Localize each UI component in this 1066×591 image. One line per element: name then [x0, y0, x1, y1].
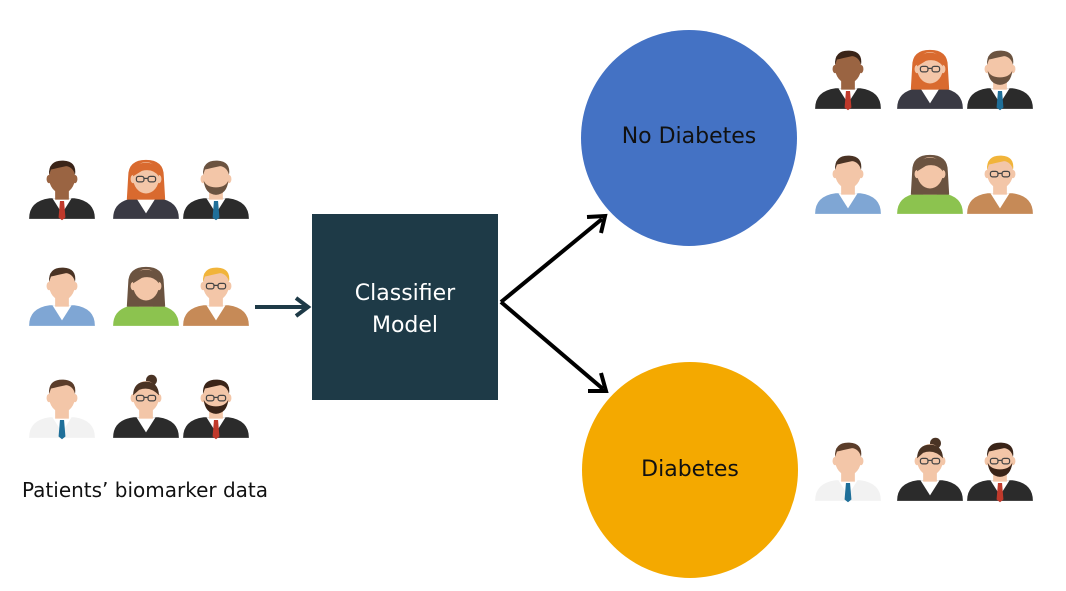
person-icon: [183, 379, 249, 440]
person-icon: [897, 154, 963, 214]
arrow-to-diabetes: [499, 300, 605, 391]
no-diabetes-patient-avatar: [963, 138, 1037, 233]
patient-avatar: [25, 362, 99, 457]
person-icon: [815, 155, 881, 214]
no-diabetes-patient-avatar: [811, 138, 885, 233]
person-icon: [967, 442, 1033, 503]
person-icon: [967, 155, 1033, 214]
no-diabetes-label: No Diabetes: [621, 124, 757, 149]
no-diabetes-patient-avatar: [893, 138, 967, 233]
patient-avatar: [179, 143, 253, 238]
patients-caption: Patients’ biomarker data: [22, 478, 269, 502]
person-icon: [967, 50, 1033, 111]
person-icon: [113, 266, 179, 326]
person-icon: [815, 50, 881, 111]
patient-avatar: [109, 250, 183, 345]
patient-avatar: [25, 143, 99, 238]
patient-avatar: [109, 362, 183, 457]
no-diabetes-patient-avatar: [963, 33, 1037, 128]
patient-avatar: [109, 143, 183, 238]
patient-avatar: [179, 362, 253, 457]
arrow-to-no-diabetes: [499, 217, 604, 304]
input-arrowhead: [294, 296, 312, 318]
classifier-model-box: [312, 214, 498, 400]
arrowhead-diabetes: [588, 372, 609, 393]
diabetes-patient-avatar: [811, 425, 885, 520]
person-icon: [183, 160, 249, 221]
person-icon: [29, 267, 95, 326]
person-icon: [897, 437, 963, 501]
person-icon: [183, 267, 249, 326]
classifier-label: Classifier Model: [312, 278, 498, 342]
diabetes-patient-avatar: [893, 425, 967, 520]
arrowhead-no-diabetes: [586, 213, 608, 234]
diabetes-circle: [582, 362, 798, 578]
person-icon: [815, 442, 881, 503]
diabetes-patient-avatar: [963, 425, 1037, 520]
person-icon: [29, 379, 95, 440]
no-diabetes-patient-avatar: [893, 33, 967, 128]
classifier-label-line2: Model: [371, 313, 439, 338]
person-icon: [113, 159, 179, 219]
no-diabetes-circle: [581, 30, 797, 246]
classifier-label-line1: Classifier: [354, 281, 456, 306]
person-icon: [897, 49, 963, 109]
patient-avatar: [25, 250, 99, 345]
person-icon: [113, 374, 179, 438]
no-diabetes-patient-avatar: [811, 33, 885, 128]
patient-avatar: [179, 250, 253, 345]
person-icon: [29, 160, 95, 221]
diabetes-label: Diabetes: [641, 457, 739, 482]
